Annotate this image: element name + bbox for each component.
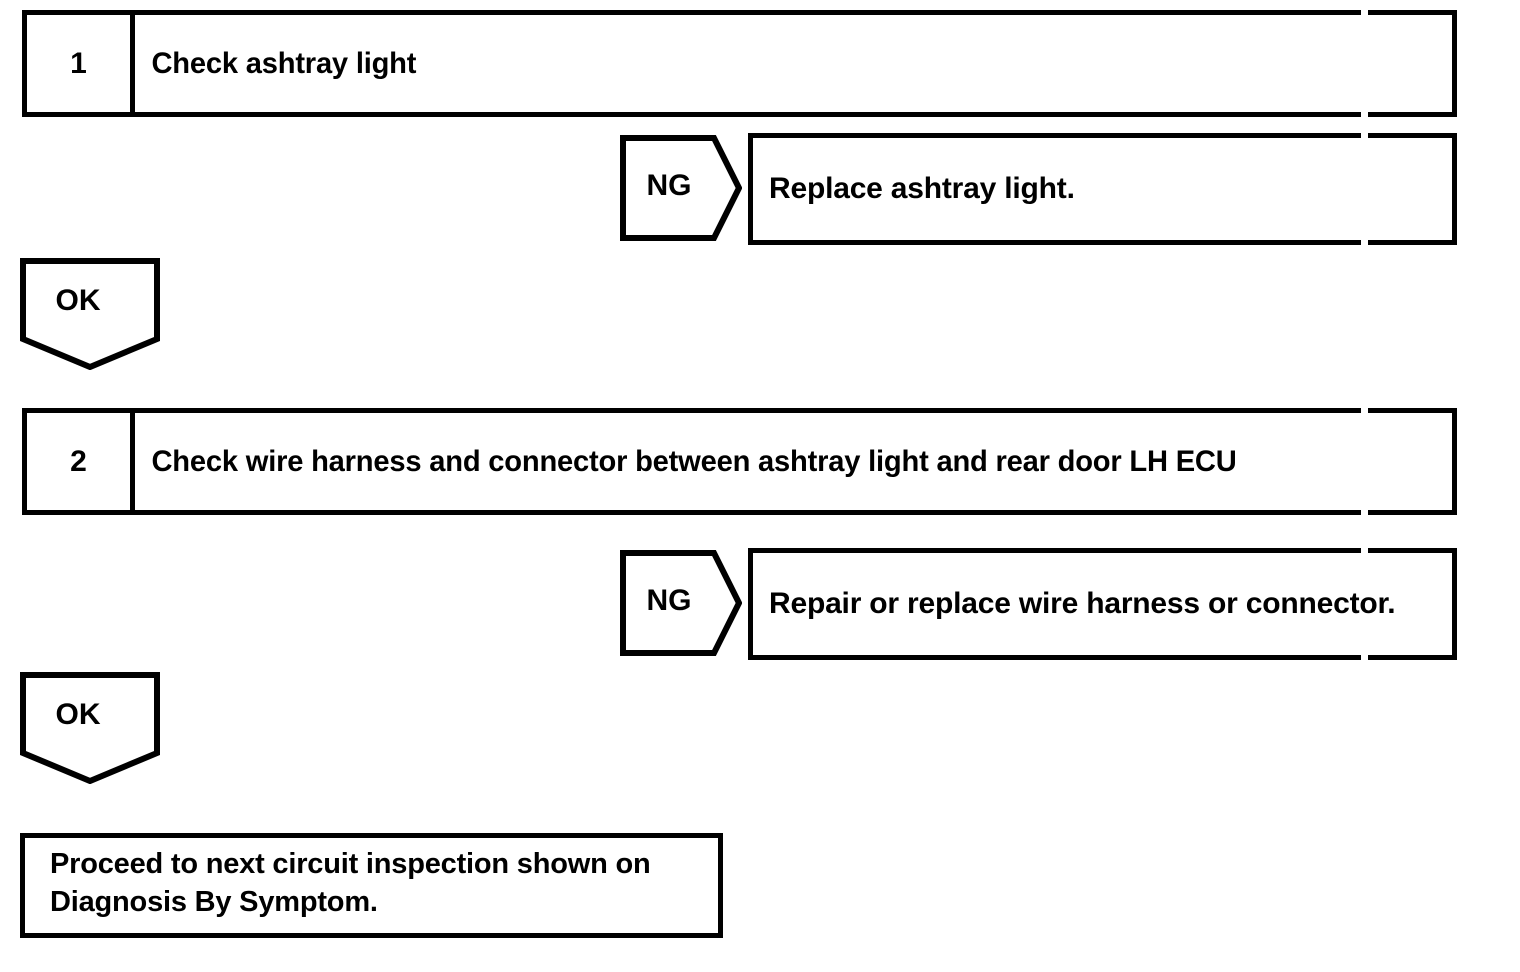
step-1-ok-label: OK bbox=[55, 284, 101, 317]
scan-artifact bbox=[1361, 133, 1368, 138]
scan-artifact bbox=[1361, 408, 1368, 413]
step-1-instruction: Check ashtray light bbox=[151, 46, 417, 80]
ok-arrow-shape bbox=[20, 258, 160, 370]
step-1-ok-marker: OK bbox=[20, 258, 160, 370]
ok-arrow-shape bbox=[20, 672, 160, 784]
step-2-instruction: Check wire harness and connector between… bbox=[151, 444, 1237, 478]
scan-artifact bbox=[1361, 548, 1368, 553]
step-2-ok-label: OK bbox=[55, 698, 101, 731]
step-1-box: 1 Check ashtray light bbox=[22, 10, 1457, 117]
scan-artifact bbox=[1361, 112, 1368, 117]
step-2-ng-action-box: Repair or replace wire harness or connec… bbox=[748, 548, 1457, 660]
scan-artifact bbox=[1361, 10, 1368, 15]
step-2-ok-marker: OK bbox=[20, 672, 160, 784]
step-2-box: 2 Check wire harness and connector betwe… bbox=[22, 408, 1457, 515]
scan-artifact bbox=[1361, 655, 1368, 660]
terminal-line-1: Proceed to next circuit inspection shown… bbox=[50, 848, 651, 880]
step-2-ng-label: NG bbox=[646, 584, 692, 617]
terminal-line-2: Diagnosis By Symptom. bbox=[50, 885, 378, 918]
step-1-ng-marker: NG bbox=[620, 135, 742, 241]
terminal-proceed-box: Proceed to next circuit inspection shown… bbox=[20, 833, 723, 938]
scan-artifact bbox=[1361, 510, 1368, 515]
scan-artifact bbox=[1361, 240, 1368, 245]
step-2-number: 2 bbox=[27, 413, 135, 510]
ng-arrow-shape bbox=[620, 550, 742, 656]
step-1-ng-label: NG bbox=[646, 169, 692, 202]
step-1-ng-action-box: Replace ashtray light. bbox=[748, 133, 1457, 245]
step-2-ng-marker: NG bbox=[620, 550, 742, 656]
ng-arrow-shape bbox=[620, 135, 742, 241]
step-1-number: 1 bbox=[27, 15, 135, 112]
